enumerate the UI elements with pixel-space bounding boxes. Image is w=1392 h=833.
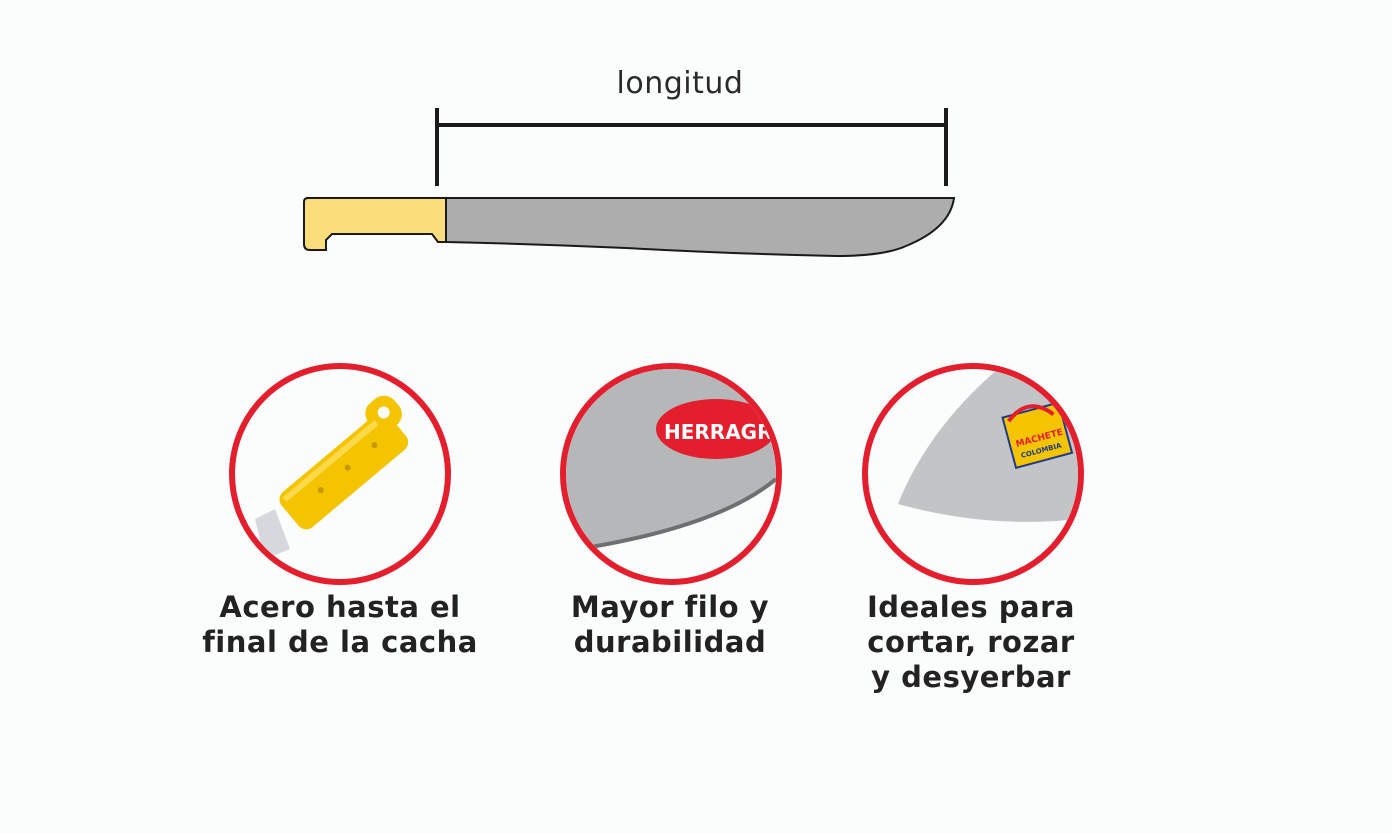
machete-blade (445, 197, 956, 258)
caption-line: cortar, rozar (867, 625, 1075, 659)
caption-line: Ideales para (867, 590, 1075, 624)
feature-blade-edge-image: HERRAGRO (560, 363, 782, 585)
caption-line: Mayor filo y (570, 590, 770, 624)
feature-blade-tip-image: MACHETE COLOMBIA (862, 363, 1084, 585)
feature-handle-image (229, 363, 451, 585)
caption-line: final de la cacha (202, 625, 478, 659)
feature-caption-uses: Ideales para cortar, rozar y desyerbar (811, 590, 1131, 695)
machete-diagram (303, 197, 956, 258)
sticker-text: HERRAGRO (664, 420, 776, 444)
length-dimension-bar (435, 108, 948, 186)
feature-caption-handle: Acero hasta el final de la cacha (180, 590, 500, 660)
caption-line: y desyerbar (871, 660, 1071, 694)
caption-line: durabilidad (573, 625, 767, 659)
length-label: longitud (616, 66, 744, 101)
machete-handle (303, 197, 447, 251)
feature-caption-edge: Mayor filo y durabilidad (510, 590, 830, 660)
caption-line: Acero hasta el (219, 590, 461, 624)
